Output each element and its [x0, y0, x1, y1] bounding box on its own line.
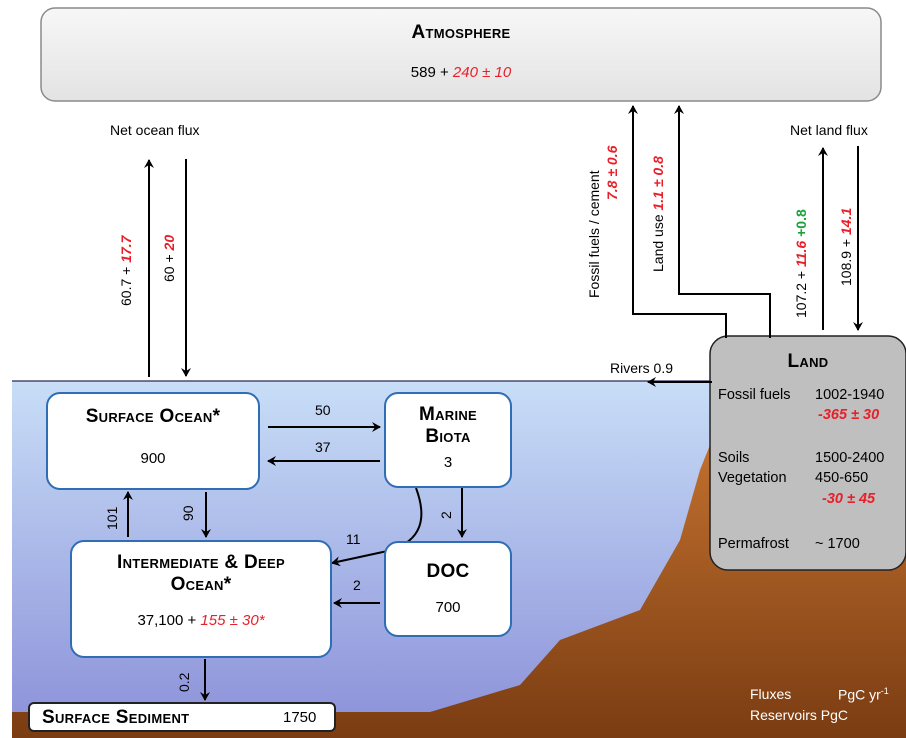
sediment-value: 1750 — [283, 709, 317, 726]
marine-biota-title-2: Biota — [425, 426, 471, 447]
atmosphere-title: Atmosphere — [411, 22, 511, 43]
sediment-box: Surface Sediment 1750 — [28, 702, 336, 732]
land-fossil-label: Fossil fuels — [718, 387, 791, 403]
land-permafrost-value: ~ 1700 — [815, 536, 860, 552]
land-uptake-label: 108.9 + 14.1 — [838, 208, 854, 286]
net-ocean-flux-label: Net ocean flux — [110, 122, 200, 138]
atmosphere-base: 589 + — [410, 64, 453, 81]
flux-biota-to-deep: 11 — [346, 531, 361, 547]
land-box-shape — [709, 335, 906, 571]
doc-title: DOC — [426, 561, 470, 582]
atmosphere-change: 240 ± 10 — [452, 64, 512, 81]
flux-biota-to-surface: 37 — [315, 439, 331, 455]
atmosphere-value: 589 + 240 ± 10 — [41, 64, 881, 81]
legend-fluxes-unit-sup: -1 — [880, 686, 889, 696]
flux-surface-to-biota: 50 — [315, 402, 331, 418]
rivers-label: Rivers 0.9 — [610, 360, 674, 376]
marine-biota-value: 3 — [443, 454, 453, 471]
flux-deep-to-surface: 101 — [104, 506, 120, 530]
sediment-title: Surface Sediment — [42, 707, 190, 728]
seafloor — [12, 430, 906, 738]
deep-ocean-title-1: Intermediate & Deep — [117, 552, 285, 573]
ocean-release-label: 60 + 20 — [161, 235, 177, 282]
flux-surface-to-deep: 90 — [180, 505, 196, 521]
flux-biota-to-doc: 2 — [438, 511, 454, 519]
ocean-release-base: 60 + — [161, 250, 177, 282]
flux-doc-to-deep: 2 — [353, 577, 361, 593]
land-use-label-text: Land use — [650, 210, 666, 272]
deep-ocean-base: 37,100 + — [137, 612, 201, 629]
fossil-fuels-arrow — [628, 105, 727, 338]
legend-fluxes-label: Fluxes — [750, 686, 792, 702]
land-fossil-change: -365 ± 30 — [818, 407, 880, 423]
fossil-fuels-value-text: 7.8 ± 0.6 — [604, 145, 620, 200]
land-use-arrow — [674, 105, 771, 338]
surface-ocean-box: Surface Ocean* 900 — [46, 392, 260, 490]
ocean-uptake-label: 60.7 + 17.7 — [118, 236, 134, 306]
surface-ocean-title: Surface Ocean* — [85, 406, 221, 427]
land-uptake-change: 14.1 — [838, 207, 854, 235]
land-soils-value: 1500-2400 — [815, 450, 885, 466]
legend-reservoirs-label: Reservoirs PgC — [750, 707, 849, 723]
ocean-uptake-base: 60.7 + — [118, 262, 134, 306]
land-vegetation-value: 450-650 — [815, 470, 869, 486]
net-land-flux-label: Net land flux — [790, 122, 868, 138]
ocean-release-change: 20 — [161, 234, 177, 251]
legend-fluxes-unit-text: PgC yr — [838, 686, 881, 703]
surface-ocean-value: 900 — [140, 450, 166, 467]
deep-ocean-change: 155 ± 30* — [200, 612, 265, 629]
land-release-label: 107.2 + 11.6 +0.8 — [793, 209, 809, 318]
land-fossil-value: 1002-1940 — [815, 387, 885, 403]
legend-fluxes-unit: PgC yr-1 — [838, 686, 889, 703]
land-uptake-base: 108.9 + — [838, 235, 854, 286]
land-soils-label: Soils — [718, 450, 750, 466]
land-title: Land — [787, 351, 829, 372]
flux-deep-to-sediment: 0.2 — [176, 672, 192, 692]
doc-value: 700 — [435, 599, 461, 616]
marine-biota-title-1: Marine — [418, 404, 478, 425]
doc-box: DOC 700 — [384, 541, 512, 637]
land-release-change: 11.6 — [793, 240, 809, 267]
fossil-fuels-value: 7.8 ± 0.6 — [604, 146, 620, 200]
deep-ocean-title-2: Ocean* — [170, 574, 232, 595]
ocean-uptake-change: 17.7 — [118, 235, 134, 263]
land-release-base: 107.2 + — [793, 267, 809, 318]
land-use-label: Land use 1.1 ± 0.8 — [650, 156, 666, 272]
marine-biota-box: Marine Biota 3 — [384, 392, 512, 488]
land-vegetation-change: -30 ± 45 — [822, 491, 876, 507]
deep-ocean-box: Intermediate & Deep Ocean* 37,100 + 155 … — [70, 540, 332, 658]
land-permafrost-label: Permafrost — [718, 536, 789, 552]
land-release-extra: +0.8 — [793, 209, 809, 241]
fossil-fuels-label: Fossil fuels / cement — [586, 170, 602, 298]
land-use-value: 1.1 ± 0.8 — [650, 156, 666, 211]
land-vegetation-label: Vegetation — [718, 470, 787, 486]
deep-ocean-value: 37,100 + 155 ± 30* — [72, 612, 330, 629]
atmosphere-box-shape — [40, 7, 882, 102]
